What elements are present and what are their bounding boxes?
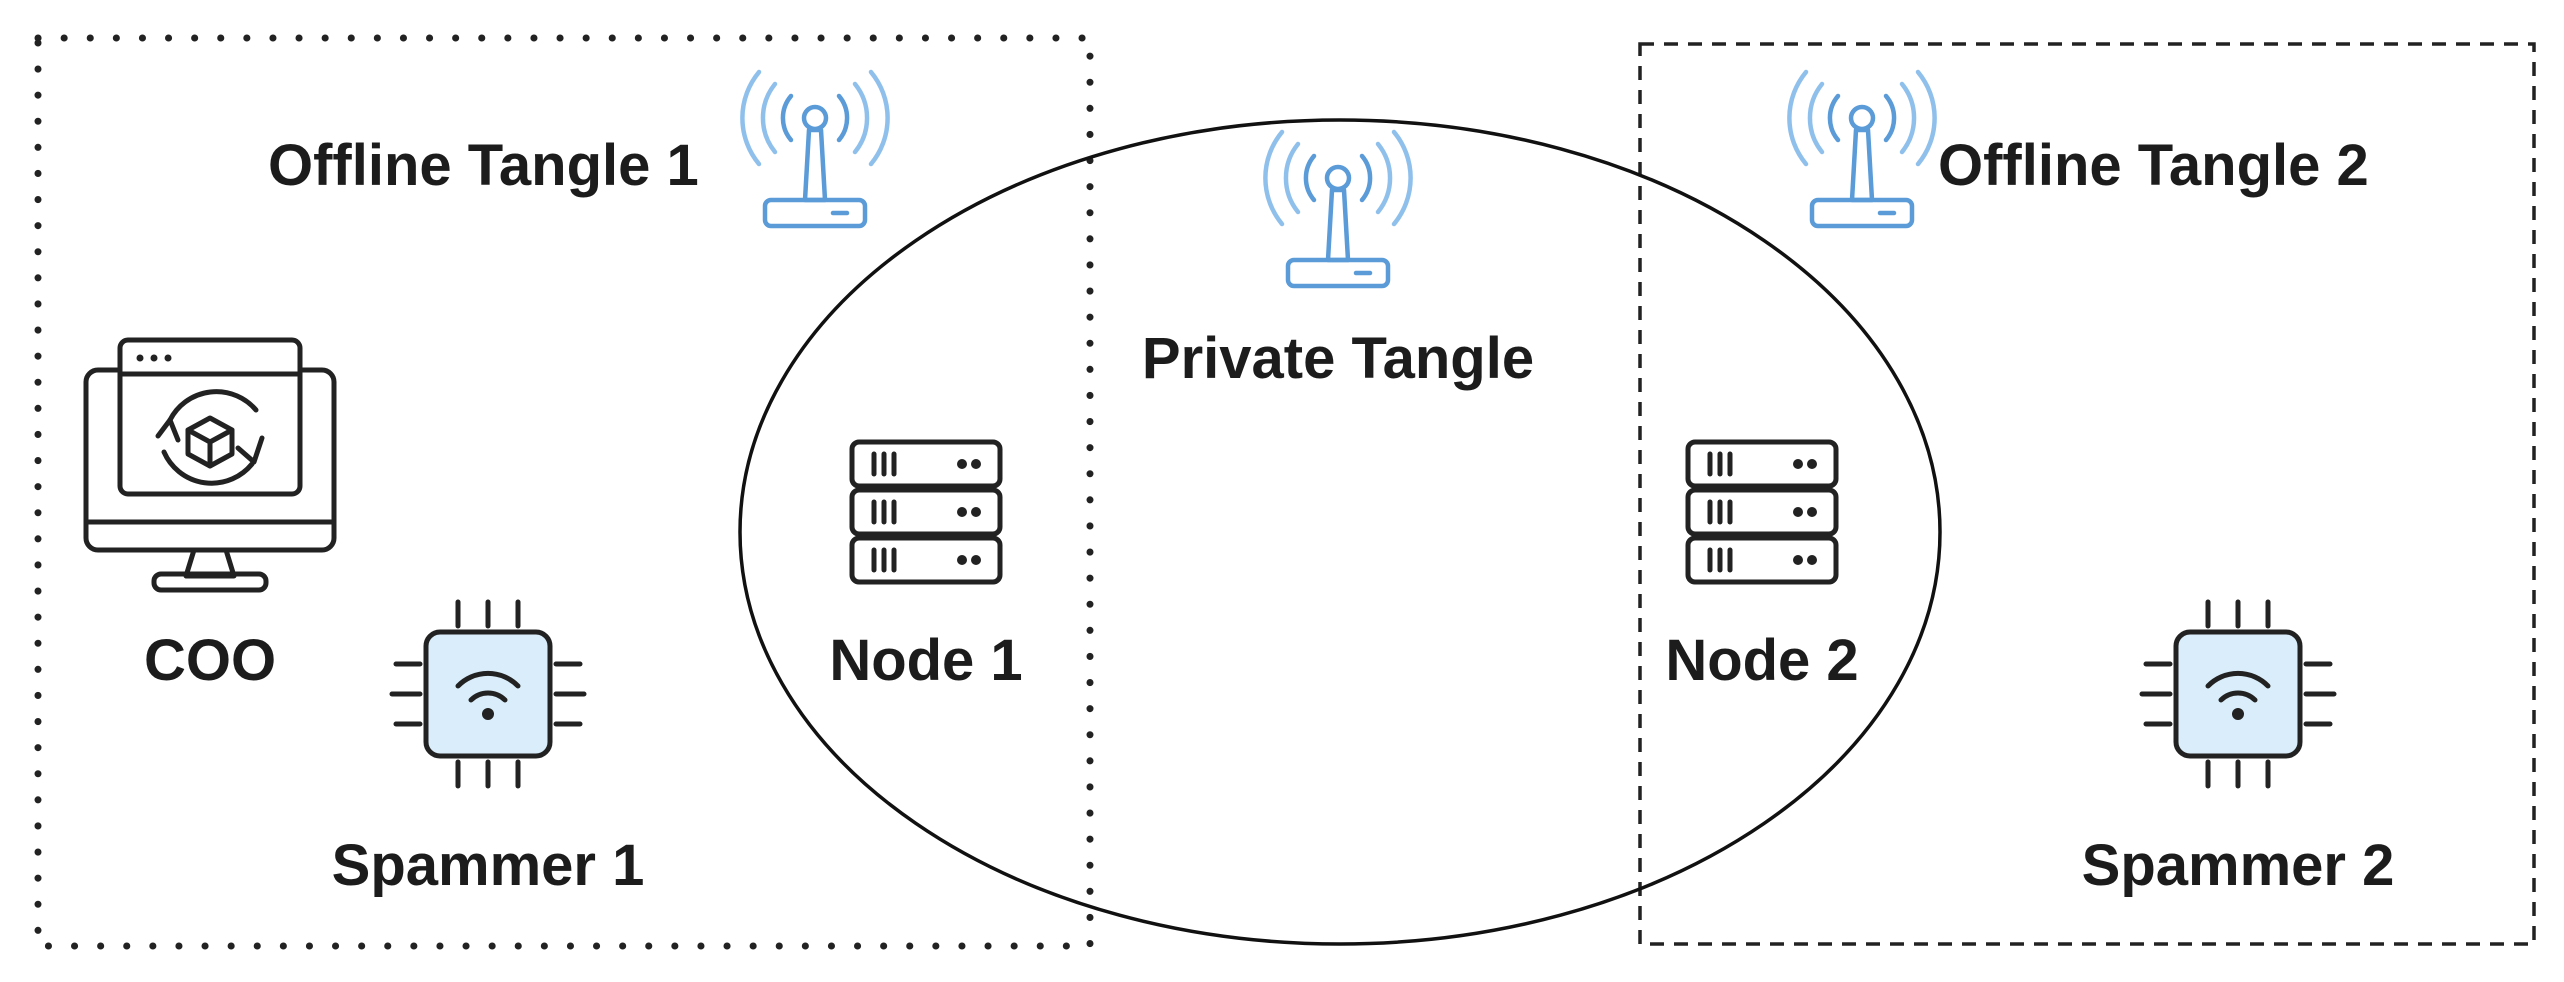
coo-label: COO [144,628,276,693]
node-2-label: Node 2 [1665,628,1858,693]
wifi-chip-icon-spammer-1 [392,602,584,786]
spammer-2-label: Spammer 2 [2082,833,2395,898]
node-1-label: Node 1 [829,628,1022,693]
offline-tangle-2-label: Offline Tangle 2 [1938,133,2369,198]
antenna-icon-offline-tangle-2 [1789,72,1934,226]
offline-tangle-1-label: Offline Tangle 1 [268,133,699,198]
offline-tangle-2-region [1638,42,2536,946]
spammer-1-label: Spammer 1 [332,833,645,898]
private-tangle-label: Private Tangle [1142,326,1534,391]
server-rack-icon-node-2 [1688,442,1836,582]
private-tangle-region [738,118,1942,946]
wifi-chip-icon-spammer-2 [2142,602,2334,786]
antenna-icon-private-tangle [1265,132,1410,286]
coordinator-monitor-icon [83,337,337,593]
server-rack-icon-node-1 [852,442,1000,582]
antenna-icon-offline-tangle-1 [742,72,887,226]
